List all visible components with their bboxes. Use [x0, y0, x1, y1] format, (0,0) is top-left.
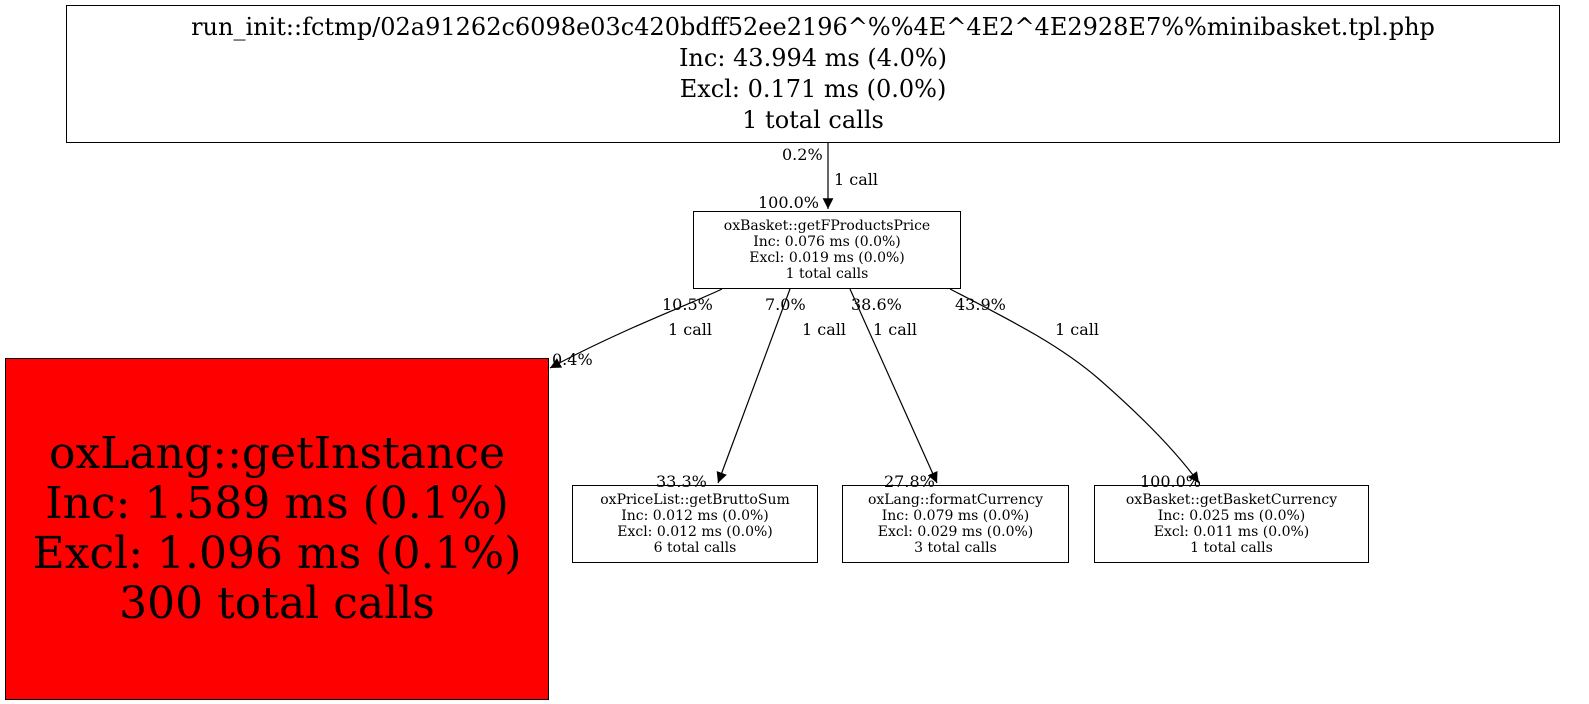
node-getbruttosum[interactable]: oxPriceList::getBruttoSum Inc: 0.012 ms …	[572, 485, 818, 563]
node-formatcurrency[interactable]: oxLang::formatCurrency Inc: 0.079 ms (0.…	[842, 485, 1069, 563]
node-name: oxPriceList::getBruttoSum	[600, 492, 790, 508]
edge-calls-label: 1 call	[802, 320, 846, 339]
node-calls: 300 total calls	[119, 578, 435, 629]
node-excl: Excl: 0.019 ms (0.0%)	[749, 250, 905, 266]
edge-tail-label: 10.5%	[662, 295, 713, 314]
node-excl: Excl: 0.011 ms (0.0%)	[1153, 524, 1310, 540]
node-excl: Excl: 0.012 ms (0.0%)	[617, 524, 773, 540]
edge-tail-label: 7.0%	[765, 295, 806, 314]
node-excl: Excl: 0.171 ms (0.0%)	[679, 75, 947, 103]
node-inc: Inc: 0.012 ms (0.0%)	[621, 508, 769, 524]
node-calls: 1 total calls	[1190, 540, 1273, 556]
edge-tail-label: 38.6%	[851, 295, 902, 314]
node-name: run_init::fctmp/02a91262c6098e03c420bdff…	[191, 13, 1435, 41]
node-getfproductsprice[interactable]: oxBasket::getFProductsPrice Inc: 0.076 m…	[693, 211, 961, 289]
edge-tail-label: 0.2%	[782, 145, 823, 164]
node-inc: Inc: 0.076 ms (0.0%)	[753, 234, 901, 250]
node-name: oxLang::formatCurrency	[867, 492, 1044, 508]
edge-calls-label: 1 call	[873, 320, 917, 339]
node-calls: 3 total calls	[914, 540, 997, 556]
edge-head-label: 100.0%	[758, 193, 820, 212]
node-excl: Excl: 0.029 ms (0.0%)	[877, 524, 1034, 540]
edge-calls-label: 1 call	[1055, 320, 1099, 339]
node-getbasketcurrency[interactable]: oxBasket::getBasketCurrency Inc: 0.025 m…	[1094, 485, 1369, 563]
edge-getfproducts-to-getinstance	[549, 288, 723, 369]
edge-head-label: 33.3%	[656, 472, 707, 491]
edge-calls-label: 1 call	[834, 170, 878, 189]
edge-getfproducts-to-getbruttosum	[716, 288, 791, 484]
node-name: oxLang::getInstance	[48, 428, 506, 479]
edge-head-label: 100.0%	[1140, 472, 1202, 491]
node-getinstance[interactable]: oxLang::getInstance Inc: 1.589 ms (0.1%)…	[5, 358, 549, 700]
node-name: oxBasket::getFProductsPrice	[723, 218, 931, 234]
node-calls: 1 total calls	[742, 106, 884, 134]
node-inc: Inc: 43.994 ms (4.0%)	[678, 44, 948, 72]
node-excl: Excl: 1.096 ms (0.1%)	[32, 528, 522, 579]
edge-getfproducts-to-formatcurrency	[849, 288, 938, 484]
edge-tail-label: 43.9%	[955, 295, 1006, 314]
edge-getfproducts-to-getbasketcurrency	[949, 288, 1200, 484]
edge-head-label: 0.4%	[552, 350, 593, 369]
node-name: oxBasket::getBasketCurrency	[1125, 492, 1338, 508]
node-inc: Inc: 1.589 ms (0.1%)	[45, 478, 509, 529]
node-calls: 1 total calls	[785, 266, 869, 282]
node-inc: Inc: 0.079 ms (0.0%)	[881, 508, 1030, 524]
node-calls: 6 total calls	[653, 540, 737, 556]
edge-calls-label: 1 call	[668, 320, 712, 339]
node-inc: Inc: 0.025 ms (0.0%)	[1157, 508, 1306, 524]
node-run-init-minibasket[interactable]: run_init::fctmp/02a91262c6098e03c420bdff…	[66, 5, 1560, 143]
edge-head-label: 27.8%	[884, 472, 935, 491]
